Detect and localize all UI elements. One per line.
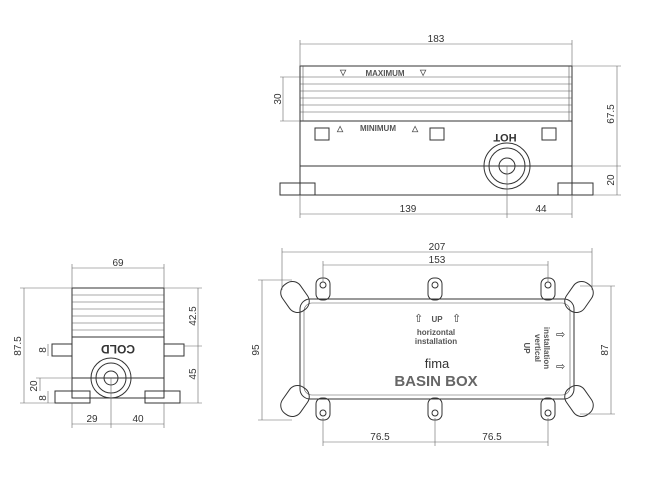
dim-29: 29 — [86, 414, 98, 425]
side-nub-right — [163, 343, 185, 357]
dim-207: 207 — [429, 242, 446, 253]
dim-20-side: 20 — [29, 380, 40, 392]
min-triangle-icon: △ — [336, 124, 344, 133]
product-basin-box: BASIN BOX — [394, 373, 477, 390]
front-port — [429, 127, 445, 141]
dim-87: 87 — [600, 344, 611, 356]
dim-67-5: 67.5 — [606, 104, 617, 124]
up-horizontal-label: UP — [431, 315, 443, 324]
front-ribs — [300, 66, 572, 122]
plan-view: ⇧ ⇧ UP horizontal installation fima BASI… — [251, 242, 615, 446]
vertical-label: vertical — [533, 334, 542, 362]
dim-95: 95 — [251, 344, 262, 356]
dim-153: 153 — [429, 255, 446, 266]
dim-76-5-left: 76.5 — [370, 432, 390, 443]
hot-label: HOT — [493, 131, 517, 143]
minimum-label: MINIMUM — [360, 124, 396, 133]
dim-30: 30 — [273, 93, 284, 105]
dim-42-5: 42.5 — [188, 306, 199, 326]
plan-body-outline — [299, 298, 575, 400]
right-arrow-icon: ⇨ — [556, 361, 565, 373]
dim-45: 45 — [188, 368, 199, 380]
installation-label: installation — [415, 337, 457, 346]
brand-fima: fima — [425, 356, 450, 371]
side-body-outline — [71, 287, 165, 399]
max-triangle-icon: ▽ — [419, 68, 427, 77]
up-arrow-icon: ⇧ — [452, 313, 461, 325]
dim-76-5-right: 76.5 — [482, 432, 502, 443]
vertical-installation-note: installation vertical UP — [522, 327, 551, 369]
dim-183: 183 — [428, 34, 445, 45]
dim-40: 40 — [132, 414, 144, 425]
dim-87-5: 87.5 — [13, 336, 24, 356]
dim-69: 69 — [112, 258, 124, 269]
installation-vertical-label: installation — [542, 327, 551, 369]
max-triangle-icon: ▽ — [339, 68, 347, 77]
up-vertical-label: UP — [522, 342, 531, 354]
front-port — [314, 127, 330, 141]
cold-label: COLD — [101, 342, 135, 356]
side-foot-left — [54, 390, 91, 404]
side-view: COLD 69 87.5 42.5 45 8 20 8 29 40 — [13, 258, 202, 428]
right-arrow-icon: ⇨ — [556, 329, 565, 341]
dim-139: 139 — [400, 204, 417, 215]
dim-20: 20 — [606, 174, 617, 186]
side-nub-left — [51, 343, 73, 357]
horizontal-label: horizontal — [417, 328, 455, 337]
front-port — [541, 127, 557, 141]
side-foot-right — [144, 390, 181, 404]
maximum-label: MAXIMUM — [365, 69, 404, 78]
front-view: MAXIMUM ▽ ▽ MINIMUM △ △ HOT 183 30 67.5 … — [273, 34, 621, 218]
up-arrow-icon: ⇧ — [414, 313, 423, 325]
dim-44: 44 — [535, 204, 547, 215]
front-body-outline — [299, 65, 573, 196]
dim-8-nub: 8 — [38, 347, 49, 353]
min-triangle-icon: △ — [411, 124, 419, 133]
front-foot-left — [279, 182, 316, 196]
dim-8-foot: 8 — [38, 395, 49, 401]
side-ribs — [72, 294, 164, 338]
front-foot-right — [557, 182, 594, 196]
